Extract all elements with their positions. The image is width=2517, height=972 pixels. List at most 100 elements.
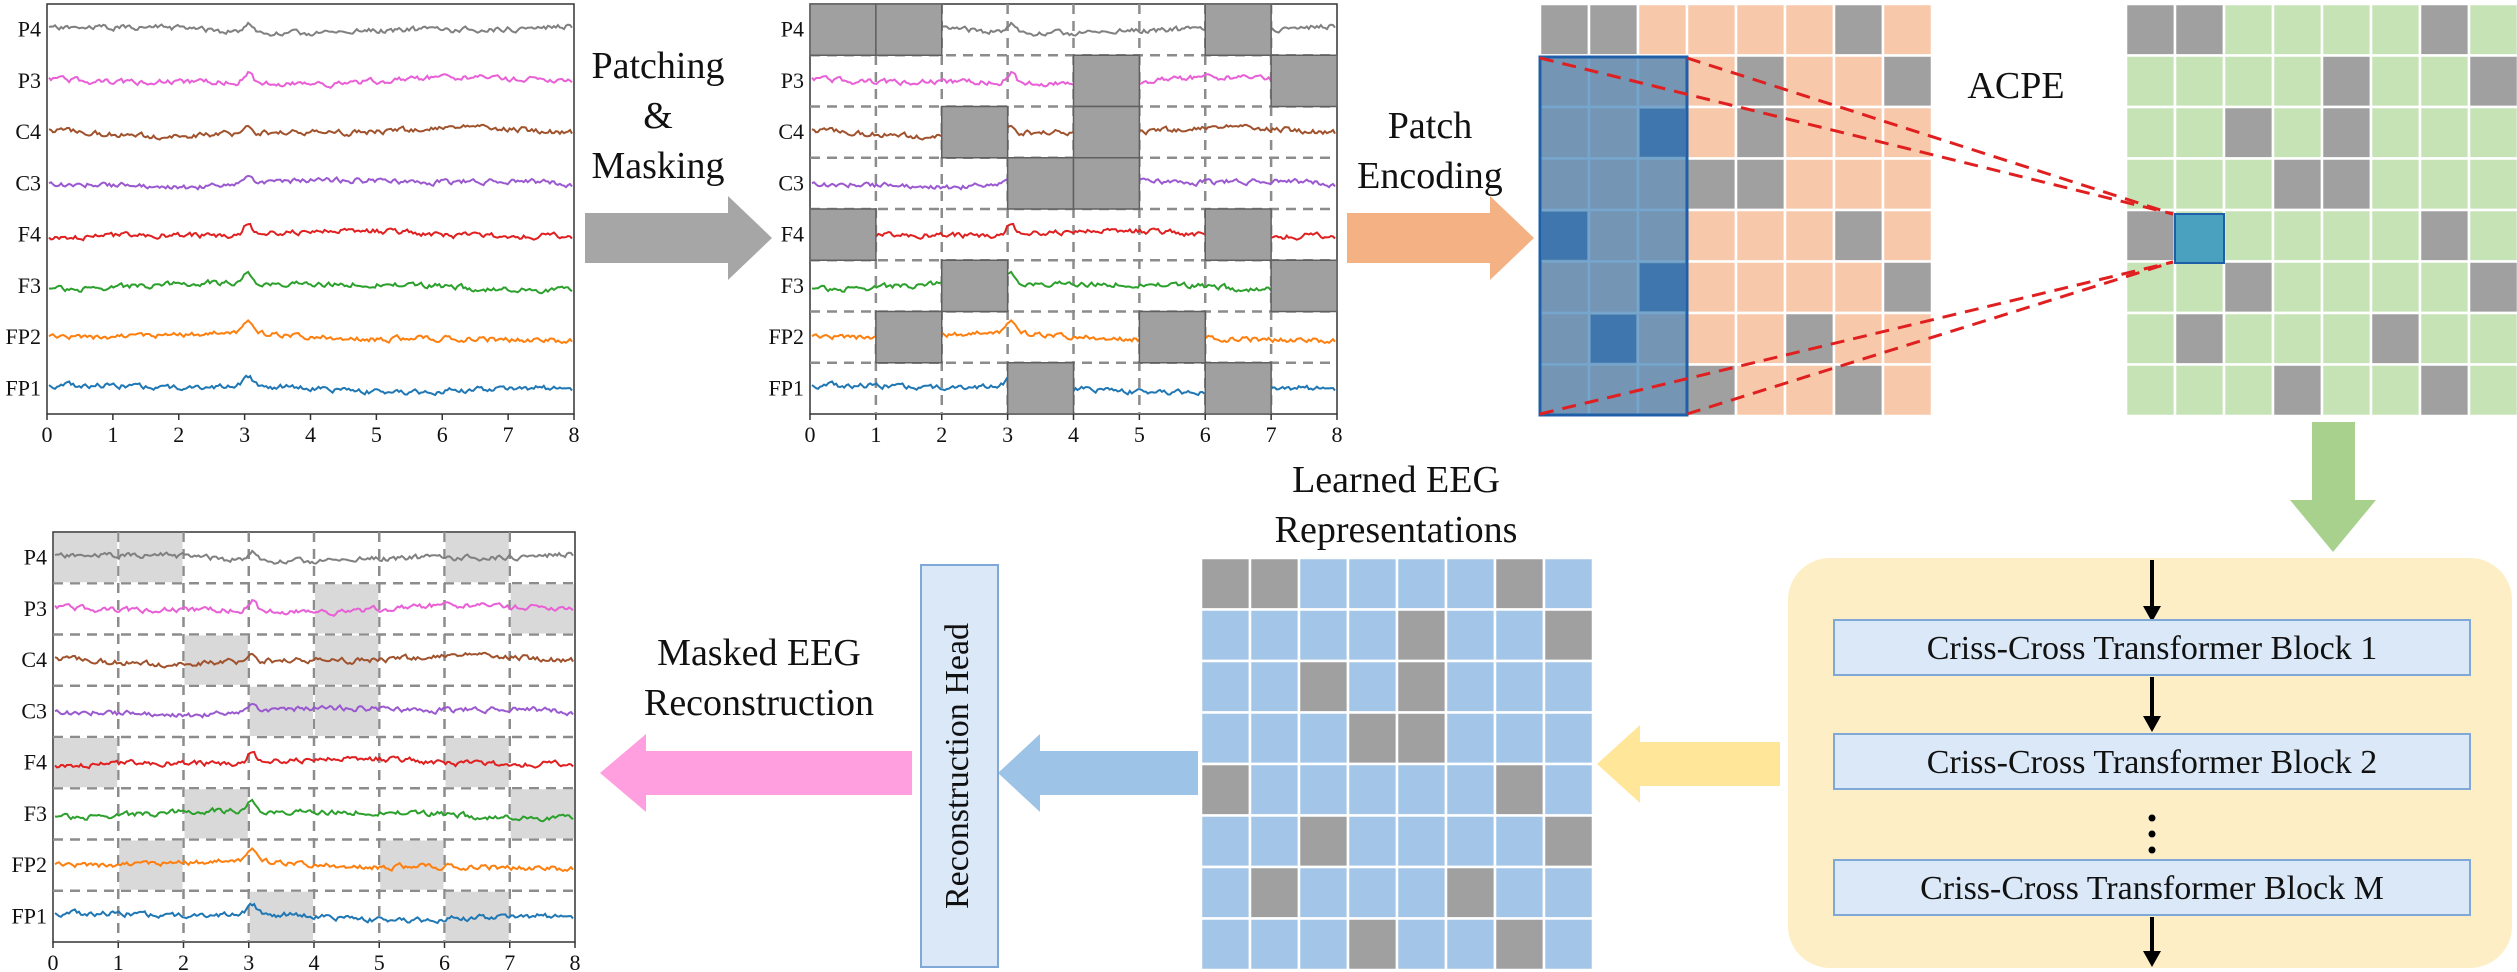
eeg-trace-c4 [48, 123, 573, 141]
embedding-cell [1881, 105, 1934, 160]
encoded-masked-cell [2418, 363, 2471, 418]
reconstructed-patch [510, 789, 574, 839]
representation-cell [1297, 608, 1350, 663]
representation-cell [1297, 556, 1350, 611]
eeg-trace-fp1 [48, 374, 573, 397]
embedding-masked-cell [1734, 157, 1787, 212]
conv-window-highlight [1542, 212, 1587, 260]
encoded-masked-cell [2320, 157, 2373, 212]
representation-cell [1542, 711, 1595, 766]
transformer-block-2-label: Criss-Cross Transformer Block 2 [1927, 744, 2378, 781]
x-tick-label: 8 [569, 422, 580, 447]
encoded-cell [2222, 208, 2275, 263]
masked-patch [809, 3, 877, 56]
embedding-cell [1783, 157, 1836, 212]
x-tick-label: 7 [503, 422, 514, 447]
encoded-masked-cell [2320, 105, 2373, 160]
eeg-trace-p4 [54, 549, 574, 565]
conv-window-highlight [1640, 263, 1685, 311]
representation-cell [1248, 711, 1301, 766]
encoded-cell [2467, 157, 2517, 212]
representation-cell [1199, 917, 1252, 972]
representation-cell [1199, 865, 1252, 920]
x-tick-label: 0 [805, 422, 816, 447]
x-tick-label: 1 [870, 422, 881, 447]
encoded-cell [2320, 260, 2373, 315]
representation-cell [1444, 659, 1497, 714]
encoded-cell [2124, 105, 2177, 160]
representation-cell [1444, 711, 1497, 766]
encoded-cell [2320, 311, 2373, 366]
x-tick-label: 3 [1002, 422, 1013, 447]
encoded-cell [2271, 2, 2324, 57]
channel-label: C3 [15, 170, 41, 195]
channel-label: FP2 [769, 324, 804, 349]
encoded-masked-cell [2467, 260, 2517, 315]
encoded-cell [2369, 2, 2422, 57]
embedding-cell [1881, 208, 1934, 263]
acpe-projection-line-bottom-outer [1686, 260, 2174, 416]
masked-patch [1072, 157, 1141, 210]
representation-cell [1346, 608, 1399, 663]
masked-patch [1072, 54, 1141, 108]
representation-masked-cell [1297, 814, 1350, 869]
channel-label: F3 [24, 801, 47, 826]
embedding-cell [1783, 54, 1836, 109]
masked-patch [809, 208, 877, 261]
representation-cell [1346, 865, 1399, 920]
masked-patch [1204, 362, 1272, 415]
transformer-output-arrowhead [2143, 951, 2161, 967]
embedding-cell [1783, 2, 1836, 57]
channel-label: P4 [24, 545, 47, 570]
eeg-trace-fp1 [54, 902, 574, 925]
encoded-cell [2124, 54, 2177, 109]
masked-patch [1270, 259, 1338, 313]
representation-cell [1346, 659, 1399, 714]
eeg-trace-fp2 [48, 318, 573, 345]
embedding-masked-cell [1881, 260, 1934, 315]
representation-masked-cell [1493, 917, 1546, 972]
representation-masked-cell [1493, 762, 1546, 817]
learned-representation-grid [1199, 556, 1595, 972]
x-tick-label: 0 [42, 422, 53, 447]
patch-encoding-label-line2: Encoding [1357, 155, 1503, 197]
representation-cell [1297, 917, 1350, 972]
encoded-masked-cell [2222, 260, 2275, 315]
x-tick-label: 4 [305, 422, 316, 447]
embedding-cell [1685, 2, 1738, 57]
x-tick-label: 2 [178, 950, 189, 972]
acpe-projection-line-bottom-inner [1539, 260, 2174, 416]
x-tick-label: 6 [439, 950, 450, 972]
encoded-cell [2271, 54, 2324, 109]
encoded-masked-cell [2467, 54, 2517, 109]
encoded-cell [2271, 208, 2324, 263]
encoded-cell [2418, 54, 2471, 109]
encoded-cell [2467, 363, 2517, 418]
x-tick-label: 5 [374, 950, 385, 972]
encoded-cell [2467, 208, 2517, 263]
embedding-cell [1832, 54, 1885, 109]
embedding-cell [1685, 105, 1738, 160]
representation-masked-cell [1248, 556, 1301, 611]
transformer-block-m-label: Criss-Cross Transformer Block M [1920, 870, 2384, 907]
acpe-projection-line-top-inner [1539, 56, 2174, 216]
encoded-cell [2369, 363, 2422, 418]
acpe-target-cell [2174, 213, 2225, 264]
transformer-block-1 [1833, 619, 2471, 676]
eeg-trace-c3 [48, 174, 573, 191]
embedding-cell [1832, 260, 1885, 315]
patch-encoding-arrow [1347, 196, 1534, 280]
encoded-cell [2222, 2, 2275, 57]
masked-patch [1204, 3, 1272, 56]
encoded-cell [2369, 157, 2422, 212]
representation-cell [1444, 917, 1497, 972]
representation-cell [1395, 917, 1448, 972]
channel-label: C3 [778, 170, 804, 195]
representation-cell [1248, 659, 1301, 714]
encoded-masked-cell [2173, 2, 2226, 57]
channel-label: F4 [24, 750, 47, 775]
embedding-cell [1685, 208, 1738, 263]
masked-patch [1138, 310, 1206, 364]
x-tick-label: 4 [1068, 422, 1079, 447]
embedding-masked-cell [1685, 157, 1738, 212]
